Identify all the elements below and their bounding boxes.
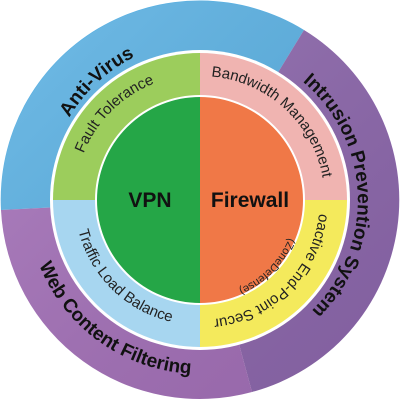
core-border	[95, 95, 305, 305]
core-vpn-half	[96, 96, 200, 304]
label-firewall: Firewall	[211, 189, 289, 212]
core-firewall-half	[200, 96, 304, 304]
label-vpn: VPN	[128, 189, 171, 212]
